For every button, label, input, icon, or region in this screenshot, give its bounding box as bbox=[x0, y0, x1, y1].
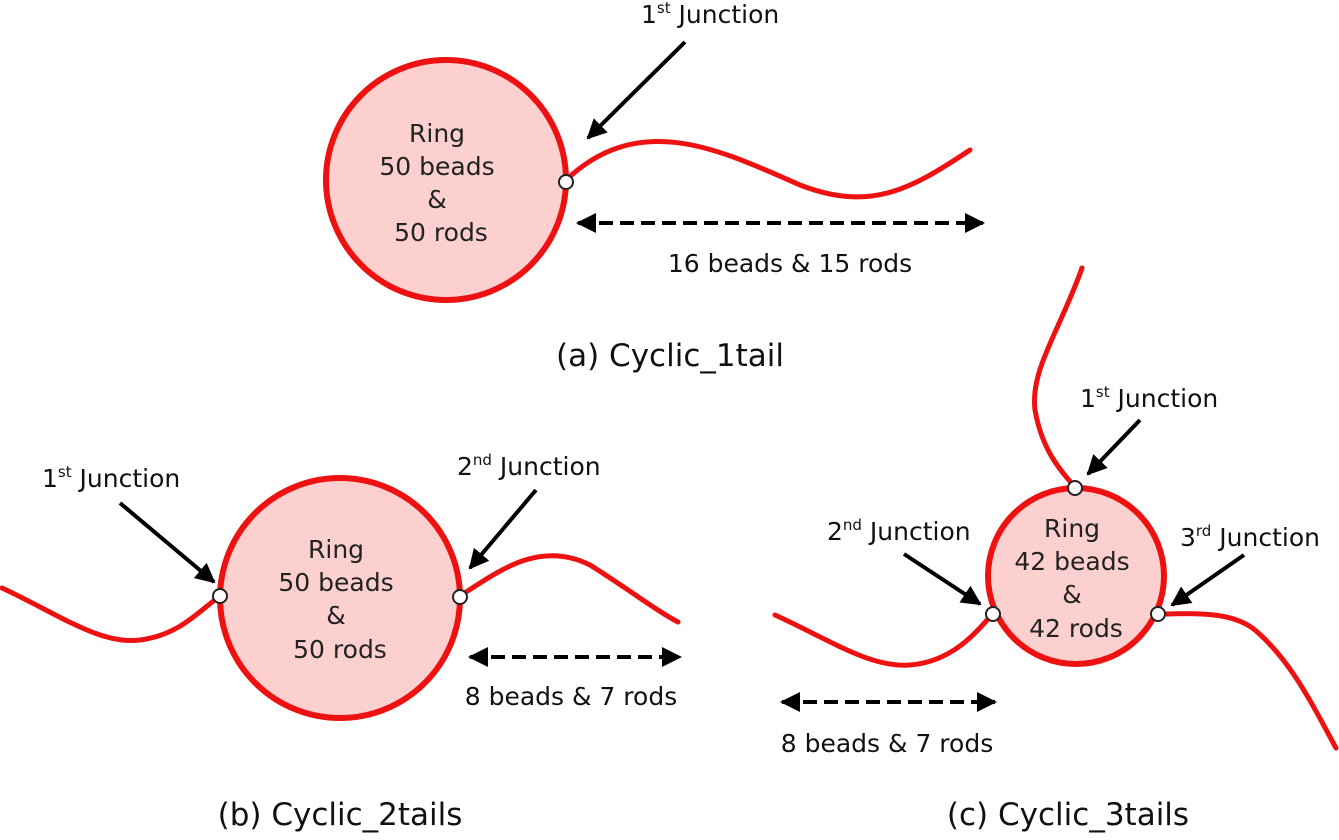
junction-a1-label: 1st Junction bbox=[641, 0, 779, 29]
tail-c-left bbox=[772, 610, 996, 668]
caption-c: (c) Cyclic_3tails bbox=[947, 797, 1189, 833]
junction-a1-arrow bbox=[586, 40, 687, 140]
junction-c1-dot bbox=[1067, 480, 1083, 496]
panel-a: Ring 50 beads & 50 rods 1st Junction 16 … bbox=[323, 0, 985, 374]
tail-length-c-label: 8 beads & 7 rods bbox=[781, 729, 993, 758]
panel-c: Ring 42 beads & 42 rods 1st Junction 2nd… bbox=[772, 265, 1339, 833]
junction-c1-label: 1st Junction bbox=[1080, 383, 1218, 413]
junction-c3-arrow bbox=[1170, 553, 1246, 607]
junction-b1-label: 1st Junction bbox=[42, 463, 180, 493]
tail-a bbox=[563, 138, 973, 200]
junction-c3-label: 3rd Junction bbox=[1180, 522, 1320, 552]
junction-b2-dot bbox=[452, 589, 468, 605]
ring-b bbox=[217, 475, 463, 721]
junction-b2-arrow bbox=[468, 488, 538, 570]
ring-a-label: Ring 50 beads & 50 rods bbox=[379, 119, 502, 247]
junction-b2-label: 2nd Junction bbox=[457, 451, 601, 481]
tail-length-b-label: 8 beads & 7 rods bbox=[465, 682, 677, 711]
tail-b-left bbox=[0, 585, 223, 644]
junction-c2-arrow bbox=[902, 552, 982, 606]
tail-c-right bbox=[1155, 611, 1339, 751]
ring-c-label: Ring 42 beads & 42 rods bbox=[1014, 514, 1137, 643]
panel-b: Ring 50 beads & 50 rods 1st Junction 2nd… bbox=[0, 451, 682, 833]
tail-length-a-label: 16 beads & 15 rods bbox=[668, 249, 912, 278]
junction-a1-dot bbox=[558, 174, 574, 190]
junction-b1-arrow bbox=[118, 501, 216, 584]
tail-b-right bbox=[457, 553, 681, 625]
caption-a: (a) Cyclic_1tail bbox=[556, 338, 784, 374]
junction-c2-label: 2nd Junction bbox=[827, 516, 971, 546]
ring-b-label: Ring 50 beads & 50 rods bbox=[278, 535, 401, 664]
junction-c1-arrow bbox=[1086, 418, 1142, 476]
junction-c3-dot bbox=[1150, 606, 1166, 622]
junction-b1-dot bbox=[212, 588, 228, 604]
caption-b: (b) Cyclic_2tails bbox=[218, 797, 463, 833]
tail-c-top bbox=[1031, 265, 1085, 490]
junction-c2-dot bbox=[985, 606, 1001, 622]
